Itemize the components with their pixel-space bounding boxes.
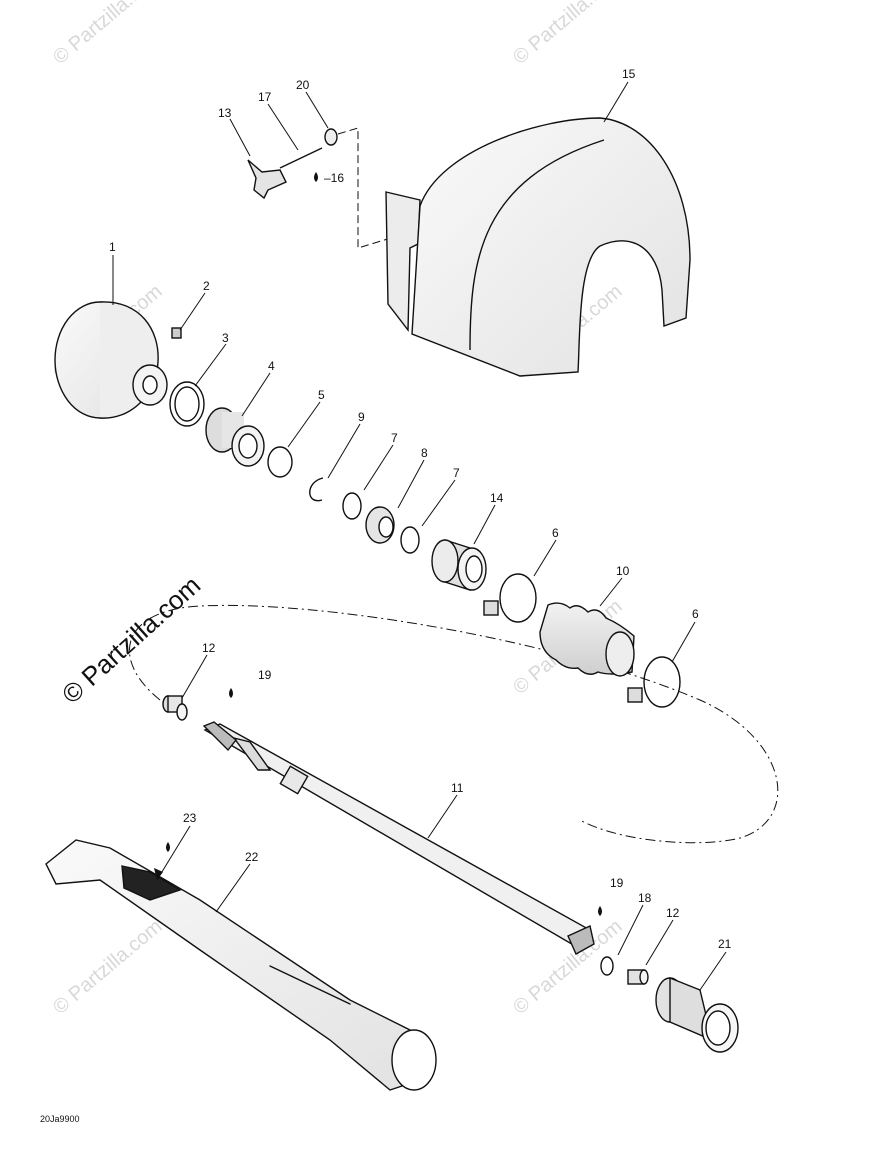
assembly-outline <box>129 604 779 844</box>
part-15-cover <box>385 117 691 377</box>
figure-code: 20Ja9900 <box>40 1114 80 1124</box>
part-8-bearing <box>365 506 395 544</box>
callout-15: 15 <box>622 67 636 81</box>
callout-21: 21 <box>718 937 732 951</box>
callout-6: 6 <box>692 607 699 621</box>
part-6-hose-clamp <box>483 573 537 623</box>
part-5-clamp <box>267 446 293 478</box>
part-7-o-ring <box>342 492 362 520</box>
callout-1: 1 <box>109 240 116 254</box>
callout-19: 19 <box>610 876 624 890</box>
part-11-drive-shaft <box>202 721 595 955</box>
leader-lines <box>112 81 727 991</box>
part-22-shaft-housing <box>45 839 437 1091</box>
part-6-hose-clamp <box>627 656 681 708</box>
callout-8: 8 <box>421 446 428 460</box>
callout-12: 12 <box>202 641 216 655</box>
arrowhead <box>154 868 163 880</box>
callout-11: 11 <box>451 781 464 795</box>
part-2-grease-nipple <box>171 327 182 339</box>
part-14-bushing <box>431 539 487 591</box>
callout-22: 22 <box>245 850 259 864</box>
callout-23: 23 <box>183 811 197 825</box>
part-12-sleeve <box>162 695 188 721</box>
watermark: © Partzilla.com <box>49 915 166 1018</box>
watermark: © Partzilla.com <box>49 0 166 69</box>
part-18-o-ring <box>600 956 614 976</box>
callout-2: 2 <box>203 279 210 293</box>
part-12-sleeve <box>627 969 649 985</box>
callout-labels: 1 2 3 4 5 9 7 8 7 14 6 10 6 12 19 11 23 … <box>109 67 732 951</box>
drop-icon <box>166 842 170 852</box>
callout-13: 13 <box>218 106 232 120</box>
part-7-o-ring <box>400 526 420 554</box>
drop-icon <box>314 172 318 182</box>
part-10-boot <box>539 602 635 677</box>
callout-9: 9 <box>358 410 365 424</box>
part-4-sleeve <box>205 407 265 467</box>
part-1-coupler-bell <box>54 301 168 419</box>
callout-6: 6 <box>552 526 559 540</box>
callout-19: 19 <box>258 668 272 682</box>
part-3-clamp <box>169 381 205 427</box>
part-13-wing-nut <box>247 159 287 200</box>
callout-12: 12 <box>666 906 680 920</box>
callout-7: 7 <box>391 431 398 445</box>
drop-icon <box>598 906 602 916</box>
callout-4: 4 <box>268 359 275 373</box>
callout-3: 3 <box>222 331 229 345</box>
part-20-washer <box>324 128 338 146</box>
part-9-circlip <box>309 477 324 502</box>
drop-icon <box>229 688 233 698</box>
watermark-large: © Partzilla.com <box>56 570 206 710</box>
watermark: © Partzilla.com <box>509 0 626 69</box>
callout-7: 7 <box>453 466 460 480</box>
callout-18: 18 <box>638 891 652 905</box>
part-21-seal-carrier <box>655 976 739 1053</box>
callout-14: 14 <box>490 491 504 505</box>
callout-17: 17 <box>258 90 272 104</box>
callout-10: 10 <box>616 564 630 578</box>
callout-5: 5 <box>318 388 325 402</box>
callout-20: 20 <box>296 78 310 92</box>
part-17-stud <box>279 147 323 169</box>
callout-16: –16 <box>324 171 344 185</box>
